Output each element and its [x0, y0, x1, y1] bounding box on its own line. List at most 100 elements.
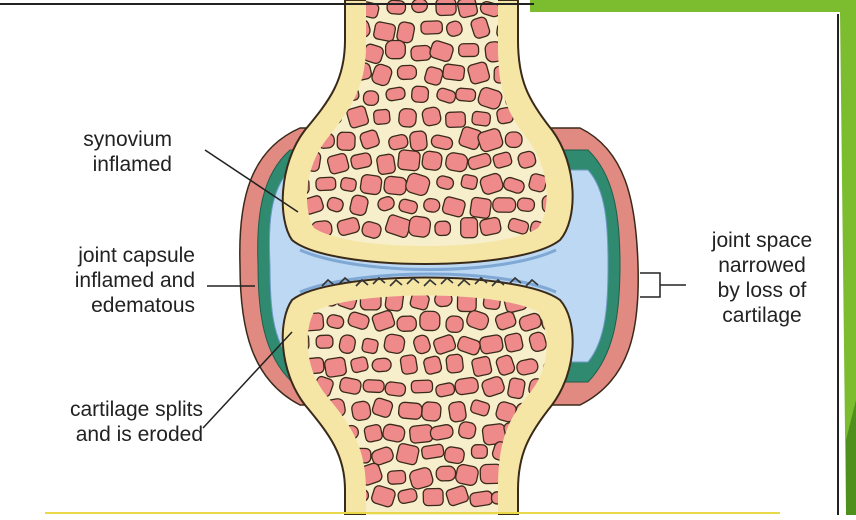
trabecula: [351, 400, 372, 421]
trabecula: [519, 20, 539, 41]
trabecula: [442, 64, 465, 81]
cartilage-label-line-1: cartilage splits: [5, 397, 203, 422]
trabecula: [435, 221, 451, 236]
trabecula: [383, 176, 407, 196]
trabecula: [423, 488, 443, 505]
trabecula: [305, 19, 323, 40]
trabecula: [455, 463, 480, 486]
joint-space-bracket: [640, 273, 660, 297]
trabecula: [297, 62, 322, 82]
trabecula: [327, 21, 343, 41]
trabecula: [436, 0, 457, 16]
trabecula: [479, 334, 504, 354]
trabecula: [361, 338, 378, 354]
trabecula: [386, 40, 406, 58]
trabecula: [446, 354, 464, 374]
trabecula: [540, 488, 559, 504]
trabecula: [539, 64, 560, 83]
trabecula: [445, 152, 469, 173]
trabecula: [421, 106, 442, 127]
trabecula: [360, 174, 383, 195]
trabecula: [383, 333, 405, 354]
trabecula: [448, 401, 467, 423]
joint-space-label-line-1: joint space: [688, 228, 836, 253]
trabecula: [411, 45, 432, 61]
joint-space-label-line-4: cartilage: [688, 303, 836, 328]
trabecula: [517, 197, 535, 212]
trabecula: [312, 46, 331, 62]
trabecula: [540, 443, 562, 463]
trabecula: [397, 316, 417, 332]
trabecula: [421, 444, 444, 460]
trabecula: [471, 445, 487, 459]
synovium-label-line-1: synovium: [20, 127, 172, 152]
trabecula: [505, 132, 522, 148]
trabecula: [423, 355, 443, 375]
capsule-label: joint capsule inflamed and edematous: [10, 243, 195, 318]
trabecula: [504, 332, 524, 352]
trabecula: [373, 109, 390, 125]
trabecula: [397, 150, 420, 172]
trabecula: [436, 466, 456, 481]
trabecula: [421, 21, 443, 35]
trabecula: [460, 174, 478, 190]
capsule-label-line-1: joint capsule: [10, 243, 195, 268]
trabecula: [531, 42, 552, 59]
trabecula: [409, 424, 433, 443]
trabecula: [421, 401, 441, 421]
trabecula: [302, 485, 327, 507]
trabecula: [314, 464, 339, 484]
synovium-label-line-2: inflamed: [20, 152, 172, 177]
trabecula: [479, 217, 502, 237]
trabecula: [372, 358, 392, 372]
trabecula: [289, 467, 311, 482]
trabecula: [337, 132, 355, 150]
trabecula: [385, 381, 407, 396]
trabecula: [471, 356, 492, 377]
trabecula: [376, 154, 396, 176]
trabecula: [461, 218, 478, 238]
trabecula: [459, 44, 479, 57]
trabecula: [324, 357, 347, 378]
trabecula: [397, 65, 416, 80]
trabecula: [398, 108, 417, 127]
trabecula: [471, 111, 491, 127]
joint-space-label-line-3: by loss of: [688, 278, 836, 303]
trabecula: [408, 215, 432, 238]
trabecula: [446, 316, 464, 333]
trabecula: [298, 448, 322, 466]
cartilage-label-line-2: and is eroded: [5, 422, 203, 447]
trabecula: [493, 198, 516, 213]
trabecula: [411, 380, 433, 393]
cartilage-label: cartilage splits and is eroded: [5, 397, 203, 447]
trabecula: [541, 17, 559, 38]
trabecula: [363, 380, 384, 393]
trabecula: [340, 177, 357, 192]
trabecula: [400, 354, 418, 374]
trabecula: [387, 0, 406, 15]
trabecula: [396, 443, 420, 466]
trabecula: [288, 423, 310, 445]
trabecula: [457, 0, 479, 18]
trabecula: [350, 356, 369, 373]
trabecula: [314, 0, 336, 17]
trabecula: [289, 85, 311, 105]
trabecula: [532, 467, 552, 487]
trabecula: [316, 335, 333, 348]
joint-space-label-line-2: narrowed: [688, 253, 836, 278]
trabecula: [364, 424, 383, 443]
synovium-label: synovium inflamed: [20, 127, 172, 177]
joint-space-label: joint space narrowed by loss of cartilag…: [688, 228, 836, 328]
capsule-label-line-3: edematous: [10, 293, 195, 318]
trabecula: [420, 311, 440, 331]
trabecula: [455, 88, 476, 102]
trabecula: [285, 0, 311, 20]
trabecula: [411, 86, 429, 103]
trabecula: [316, 177, 336, 191]
trabecula: [363, 91, 379, 106]
trabecula: [409, 130, 427, 151]
trabecula: [387, 470, 406, 484]
trabecula: [373, 21, 396, 42]
trabecula: [469, 490, 493, 507]
